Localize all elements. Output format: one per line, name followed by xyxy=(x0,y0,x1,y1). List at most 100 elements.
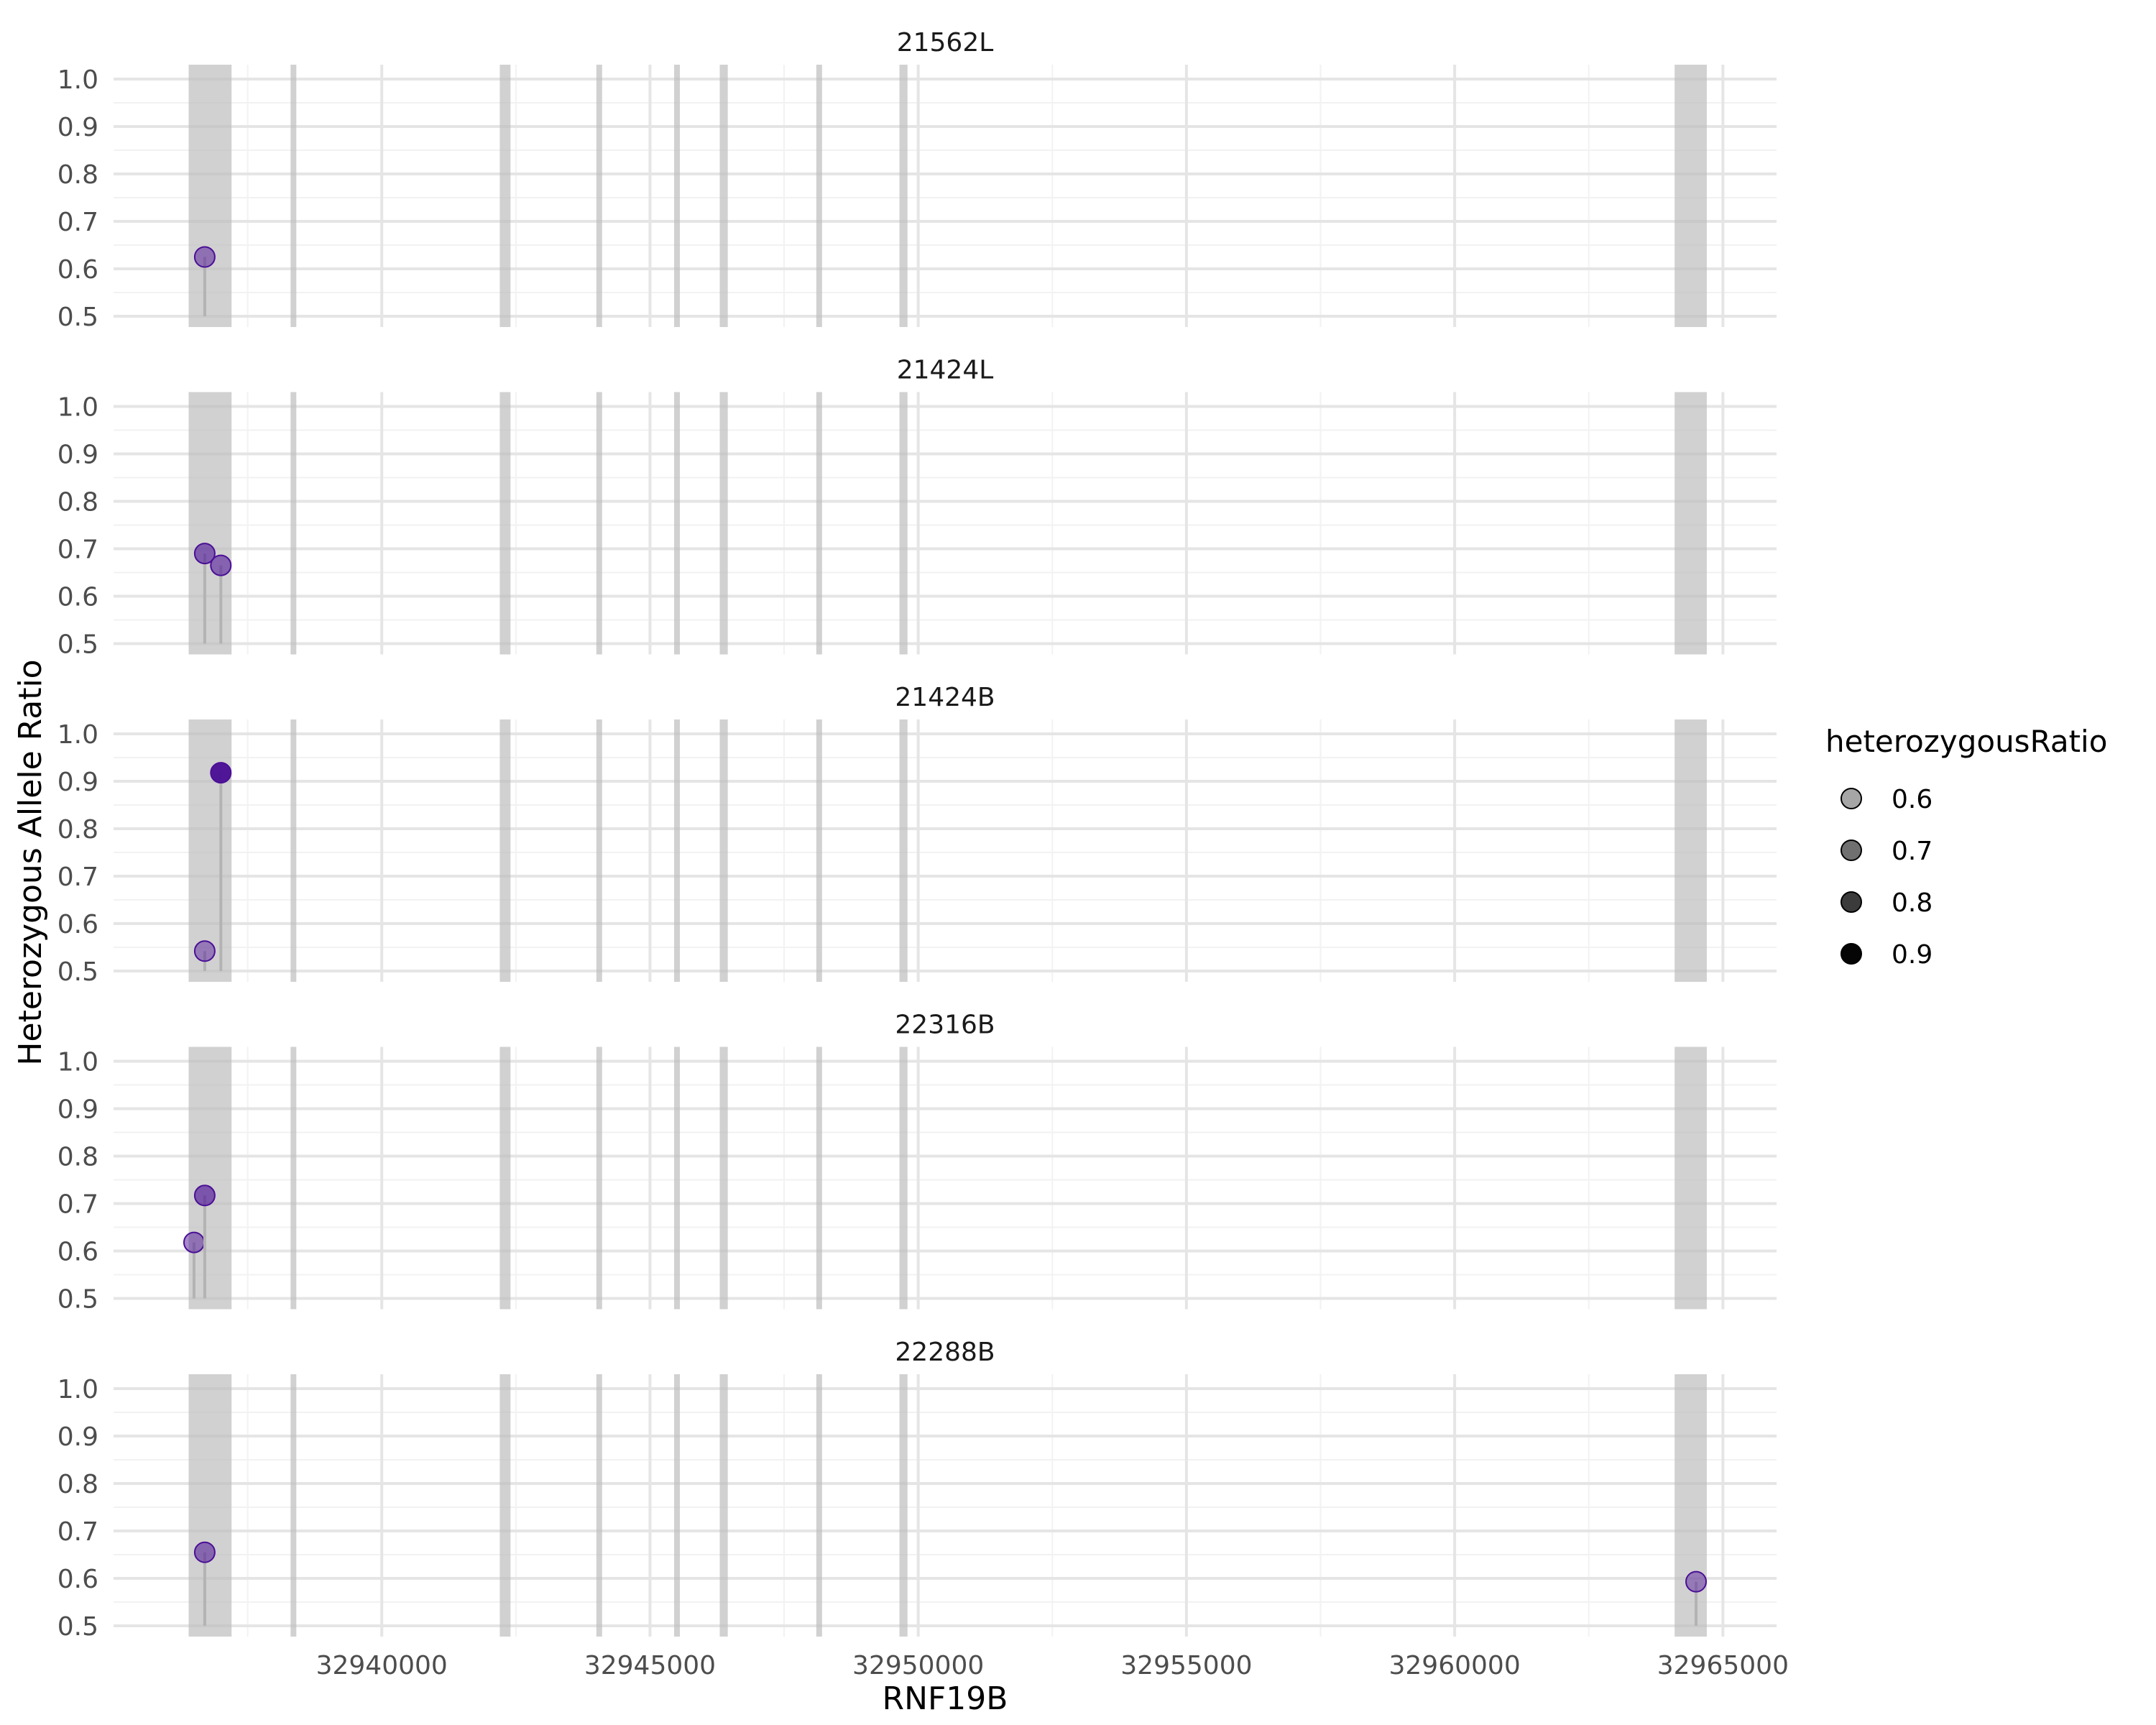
exon-region xyxy=(596,1046,602,1310)
exon-region xyxy=(290,65,297,327)
y-axis-title: Heterozygous Allele Ratio xyxy=(12,659,49,1065)
y-tick-label: 0.9 xyxy=(57,768,98,797)
legend-items: 0.6 0.7 0.8 0.9 xyxy=(1841,785,1932,970)
exon-region xyxy=(499,1046,511,1310)
panel-title: 21424B xyxy=(895,683,995,712)
x-axis-title: RNF19B xyxy=(883,1680,1008,1717)
x-tick-label: 32960000 xyxy=(1389,1651,1521,1680)
exon-region xyxy=(1674,65,1707,327)
y-tick-label: 0.8 xyxy=(57,1470,98,1499)
exon-region xyxy=(719,1046,728,1310)
y-tick-label: 1.0 xyxy=(57,1048,98,1077)
y-tick-label: 0.5 xyxy=(57,1612,98,1642)
panel-title: 21424L xyxy=(897,356,994,385)
y-tick-label: 0.5 xyxy=(57,957,98,987)
exon-region xyxy=(290,719,297,982)
y-tick-label: 0.6 xyxy=(57,1565,98,1594)
y-tick-label: 0.9 xyxy=(57,1422,98,1452)
exon-region xyxy=(1674,1046,1707,1310)
legend-label: 0.8 xyxy=(1892,888,1932,918)
data-point xyxy=(193,1541,216,1563)
exon-region xyxy=(674,1046,681,1310)
y-tick-label: 0.7 xyxy=(57,535,98,565)
exon-region xyxy=(719,392,728,655)
legend-label: 0.7 xyxy=(1892,837,1932,866)
legend-label: 0.6 xyxy=(1892,785,1932,814)
exon-region xyxy=(816,65,822,327)
legend: heterozygousRatio 0.60.70.80.9 xyxy=(1825,724,2107,970)
panel-title: 22316B xyxy=(895,1011,995,1040)
exon-region xyxy=(499,65,511,327)
exon-region xyxy=(816,392,822,655)
exon-region xyxy=(719,65,728,327)
exon-region xyxy=(674,65,681,327)
y-tick-label: 0.5 xyxy=(57,1285,98,1315)
exon-region xyxy=(499,392,511,655)
exon-region xyxy=(719,719,728,982)
legend-key xyxy=(1841,788,1862,809)
x-tick-label: 32950000 xyxy=(852,1651,984,1680)
y-tick-label: 1.0 xyxy=(57,720,98,750)
x-tick-label: 32965000 xyxy=(1657,1651,1789,1680)
exon-region xyxy=(674,392,681,655)
exon-region xyxy=(1674,392,1707,655)
exon-region xyxy=(596,65,602,327)
y-tick-label: 1.0 xyxy=(57,1375,98,1404)
exon-region xyxy=(1674,719,1707,982)
data-point xyxy=(210,762,232,784)
y-tick-label: 0.5 xyxy=(57,303,98,332)
data-point xyxy=(193,940,216,962)
exon-region xyxy=(674,719,681,982)
data-point xyxy=(183,1231,205,1254)
y-tick-label: 0.6 xyxy=(57,910,98,939)
legend-key xyxy=(1841,891,1862,913)
legend-key xyxy=(1841,840,1862,861)
exon-region xyxy=(188,65,232,327)
y-tick-label: 1.0 xyxy=(57,65,98,95)
y-tick-label: 0.5 xyxy=(57,630,98,660)
y-tick-label: 0.6 xyxy=(57,1238,98,1267)
y-tick-label: 0.6 xyxy=(57,255,98,285)
x-tick-label: 32955000 xyxy=(1120,1651,1252,1680)
panel-title: 22288B xyxy=(895,1338,995,1367)
y-tick-label: 0.8 xyxy=(57,1143,98,1172)
facet-panel: 0.5 0.6 0.7 0.8 0.9 1.0 21424B xyxy=(57,683,1777,987)
legend-label: 0.9 xyxy=(1892,940,1932,970)
exon-region xyxy=(899,1374,908,1637)
y-tick-label: 1.0 xyxy=(57,393,98,423)
y-tick-label: 0.8 xyxy=(57,160,98,190)
panel-title: 21562L xyxy=(897,28,994,58)
exon-region xyxy=(816,1374,822,1637)
exon-region xyxy=(290,392,297,655)
exon-region xyxy=(899,1046,908,1310)
y-tick-label: 0.7 xyxy=(57,862,98,892)
exon-region xyxy=(188,1374,232,1637)
exon-region xyxy=(499,1374,511,1637)
data-point xyxy=(1685,1570,1708,1593)
exon-region xyxy=(674,1374,681,1637)
exon-region xyxy=(719,1374,728,1637)
exon-region xyxy=(499,719,511,982)
y-tick-label: 0.8 xyxy=(57,815,98,845)
exon-region xyxy=(816,719,822,982)
exon-region xyxy=(290,1046,297,1310)
exon-region xyxy=(1674,1374,1707,1637)
data-point xyxy=(193,543,216,565)
y-tick-label: 0.9 xyxy=(57,1095,98,1125)
facet-panel: 0.5 0.6 0.7 0.8 0.9 1.0 22316B xyxy=(57,1011,1777,1315)
exon-region xyxy=(816,1046,822,1310)
y-tick-label: 0.7 xyxy=(57,1190,98,1220)
data-point xyxy=(193,1184,216,1207)
y-tick-label: 0.9 xyxy=(57,441,98,470)
exon-region xyxy=(899,65,908,327)
x-tick-label: 32945000 xyxy=(584,1651,716,1680)
data-point xyxy=(210,554,232,576)
exon-region xyxy=(899,719,908,982)
exon-region xyxy=(290,1374,297,1637)
exon-region xyxy=(188,1046,232,1310)
